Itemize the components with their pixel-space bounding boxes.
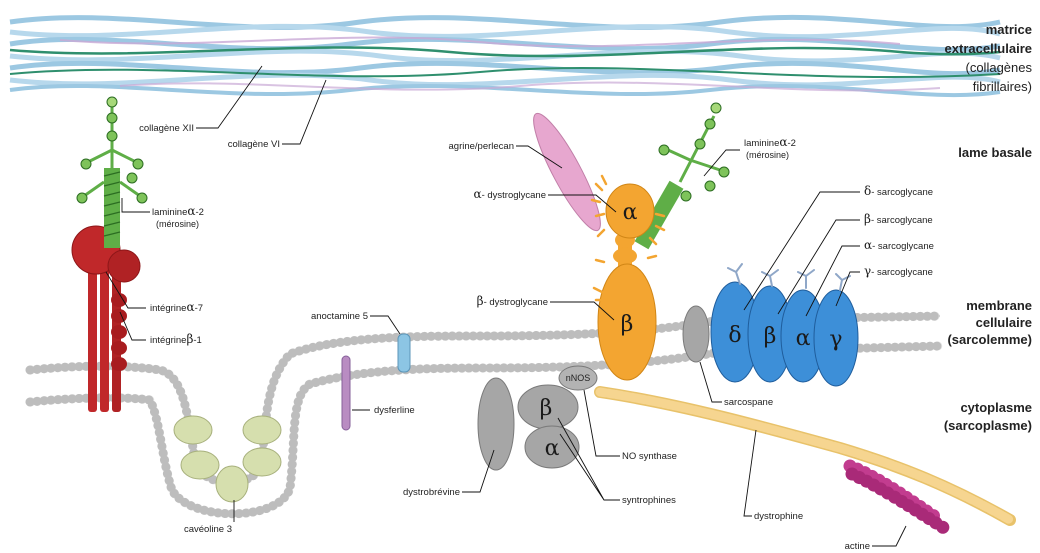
label-alpha-dystroglycan: α- dystroglycane (473, 187, 546, 201)
symbol-syn-beta: β (540, 396, 553, 421)
dysferline (342, 356, 350, 430)
label-gamma-sarcoglycane: γ- sarcoglycane (864, 264, 933, 278)
region-labels: matrice extracellulaire (collagènes fibr… (944, 22, 1033, 433)
symbol-sg-delta: δ (728, 323, 741, 348)
label-collagen-xii: collagène XII (139, 123, 194, 134)
label-laminin-left: laminineα-2 (152, 204, 204, 218)
label-alpha-sarcoglycane: α- sarcoglycane (864, 238, 934, 252)
symbol-sg-beta: β (764, 324, 777, 349)
label-agrin: agrine/perlecan (449, 141, 515, 152)
label-laminin-right: laminineα-2 (744, 135, 796, 149)
label-caveoline: cavéoline 3 (184, 524, 232, 535)
label-integrin-beta1: intégrineβ-1 (150, 332, 202, 346)
region-cyto-line2: (sarcoplasme) (944, 418, 1032, 433)
region-ecm-line3: (collagènes (966, 60, 1033, 75)
label-dysferline: dysferline (374, 405, 415, 416)
label-beta-sarcoglycane: β- sarcoglycane (864, 212, 933, 226)
region-membrane-line3: (sarcolemme) (947, 332, 1032, 347)
label-no-synthase: NO synthase (622, 451, 677, 462)
label-integrin-alpha7: intégrineα-7 (150, 300, 203, 314)
dystrobrevine (478, 378, 514, 470)
label-collagen-vi: collagène VI (228, 139, 280, 150)
symbol-syn-alpha: α (545, 436, 560, 461)
symbol-sg-gamma: γ (829, 327, 842, 352)
region-cyto-line1: cytoplasme (960, 400, 1032, 415)
integrin-complex (72, 226, 140, 412)
label-dystrobrevine: dystrobrévine (403, 487, 460, 498)
agrin-perlecan (524, 107, 611, 237)
region-basal-lamina: lame basale (958, 145, 1032, 160)
anoctamine-5 (398, 334, 410, 372)
label-anoctamine: anoctamine 5 (311, 311, 368, 322)
label-beta-dystroglycan: β- dystroglycane (477, 294, 548, 308)
label-delta-sarcoglycane: δ- sarcoglycane (864, 184, 933, 198)
label-laminin-right-sub: (mérosine) (746, 150, 789, 160)
label-actine: actine (845, 541, 870, 552)
region-membrane-line2: cellulaire (976, 315, 1032, 330)
label-sarcospane: sarcospane (724, 397, 773, 408)
sarcospane (683, 306, 709, 362)
label-nnos: nNOS (566, 373, 591, 383)
symbol-dg-beta: β (621, 312, 634, 337)
label-dystrophine: dystrophine (754, 511, 803, 522)
collagen-fibrils (10, 17, 1000, 95)
label-laminin-left-sub: (mérosine) (156, 219, 199, 229)
region-ecm-line4: fibrillaires) (973, 79, 1032, 94)
region-membrane-line1: membrane (966, 298, 1032, 313)
label-syntrophines: syntrophines (622, 495, 676, 506)
region-ecm-line1: matrice (986, 22, 1032, 37)
region-ecm-line2: extracellulaire (945, 41, 1032, 56)
symbol-dg-alpha: α (623, 200, 638, 225)
caveolin-3 (174, 416, 281, 502)
laminin-left (77, 97, 147, 248)
symbol-sg-alpha: α (796, 326, 811, 351)
